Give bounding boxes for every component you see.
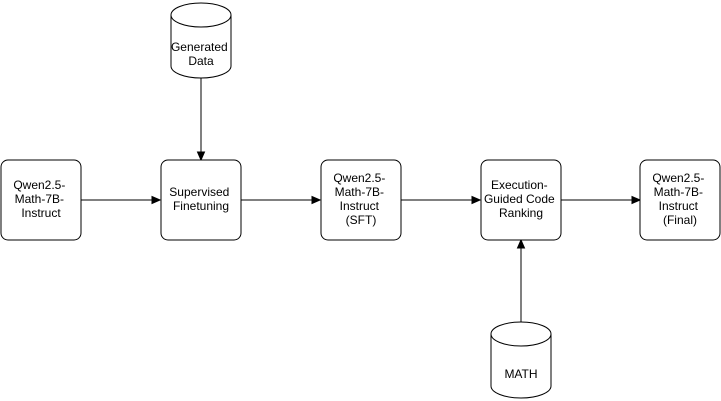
db-math-line-1: MATH [504, 367, 537, 381]
svg-text:Execution- Guided Code: Execution- Guided Code Ranking [484, 178, 558, 220]
node-final-model-line-4: (Final) [663, 213, 697, 227]
node-code-ranking-line-1: Execution- [491, 178, 548, 192]
edge-math-to-ranking [516, 238, 526, 322]
node-final-model-line-3: Instruct [659, 199, 699, 213]
node-code-ranking-line-3: Ranking [499, 206, 543, 220]
db-math: MATH [490, 321, 552, 399]
edge-base-to-sft [81, 195, 162, 205]
db-generated-data-line-2: Data [188, 54, 214, 68]
node-final-model-line-1: Qwen2.5- [652, 171, 704, 185]
svg-text:Qwen2.5- Math-7B-: Qwen2.5- Math-7B- Instruct [13, 178, 68, 220]
node-supervised-finetuning: Supervised Finetuning [160, 159, 242, 241]
node-sft-model-line-2: Math-7B- [335, 185, 384, 199]
node-code-ranking-line-2: Guided Code [484, 192, 555, 206]
svg-text:Supervised Finetuning: Supervised Finetuning [169, 185, 232, 213]
svg-text:Generated Data: Generated Data [171, 40, 231, 68]
edge-sft-model-to-ranking [401, 195, 482, 205]
db-generated-data-line-1: Generated [171, 40, 228, 54]
node-base-model-line-2: Math-7B- [15, 192, 64, 206]
node-code-ranking: Execution- Guided Code Ranking [480, 159, 562, 241]
node-final-model-line-2: Math-7B- [654, 185, 703, 199]
db-generated-data: Generated Data [170, 2, 232, 79]
node-sft-model-line-4: (SFT) [346, 213, 377, 227]
node-base-model-line-3: Instruct [21, 206, 61, 220]
edge-ranking-to-final [561, 195, 642, 205]
node-supervised-finetuning-line-1: Supervised [169, 185, 229, 199]
node-final-model: Qwen2.5- Math-7B- Instruct (Final) [639, 159, 721, 241]
node-sft-model-line-1: Qwen2.5- [333, 171, 385, 185]
node-base-model-line-1: Qwen2.5- [13, 178, 65, 192]
edge-generated-data-to-sft [196, 78, 206, 162]
node-sft-model-line-3: Instruct [340, 199, 380, 213]
svg-text:Qwen2.5- Math-7B-: Qwen2.5- Math-7B- Instruct (SFT) [333, 171, 388, 227]
edge-sft-to-sft-model [241, 195, 322, 205]
svg-text:Qwen2.5- Math-7B-: Qwen2.5- Math-7B- Instruct (Final) [652, 171, 707, 227]
svg-text:MATH: MATH [504, 367, 537, 381]
node-supervised-finetuning-line-2: Finetuning [173, 199, 229, 213]
node-sft-model: Qwen2.5- Math-7B- Instruct (SFT) [320, 159, 402, 241]
node-base-model: Qwen2.5- Math-7B- Instruct [0, 159, 82, 241]
